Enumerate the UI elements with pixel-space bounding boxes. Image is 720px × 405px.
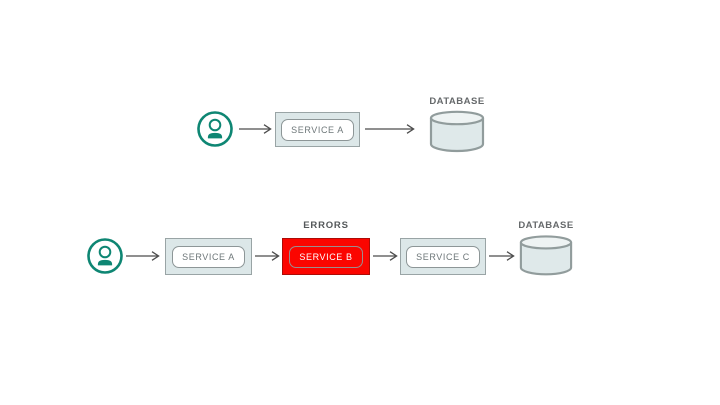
database-icon [519, 235, 573, 276]
arrow-right-icon [126, 251, 160, 261]
service-node-error: SERVICE B [282, 238, 370, 275]
arrow-right-icon [255, 251, 280, 261]
service-node-label: SERVICE A [172, 245, 245, 268]
arrow-right-icon [365, 124, 415, 134]
database-label: DATABASE [518, 220, 574, 231]
database-label: DATABASE [429, 96, 485, 107]
user-icon-graphic [197, 111, 233, 147]
database: DATABASE [425, 96, 489, 158]
service-node: SERVICE A [165, 238, 252, 275]
user-icon-graphic [87, 238, 123, 274]
service-node: SERVICE C [400, 238, 486, 275]
service-node-label: SERVICE A [281, 118, 354, 141]
user-icon [196, 110, 234, 148]
user-icon [86, 237, 124, 275]
database: DATABASE [516, 220, 576, 282]
service-node-label: SERVICE C [406, 245, 480, 268]
service-node-label: SERVICE B [289, 245, 363, 268]
service-node: SERVICE A [275, 112, 360, 147]
arrow-right-icon [239, 124, 272, 134]
database-icon [429, 110, 485, 153]
arrow-right-icon [373, 251, 398, 261]
errors-label: ERRORS [303, 220, 349, 231]
arrow-right-icon [489, 251, 515, 261]
